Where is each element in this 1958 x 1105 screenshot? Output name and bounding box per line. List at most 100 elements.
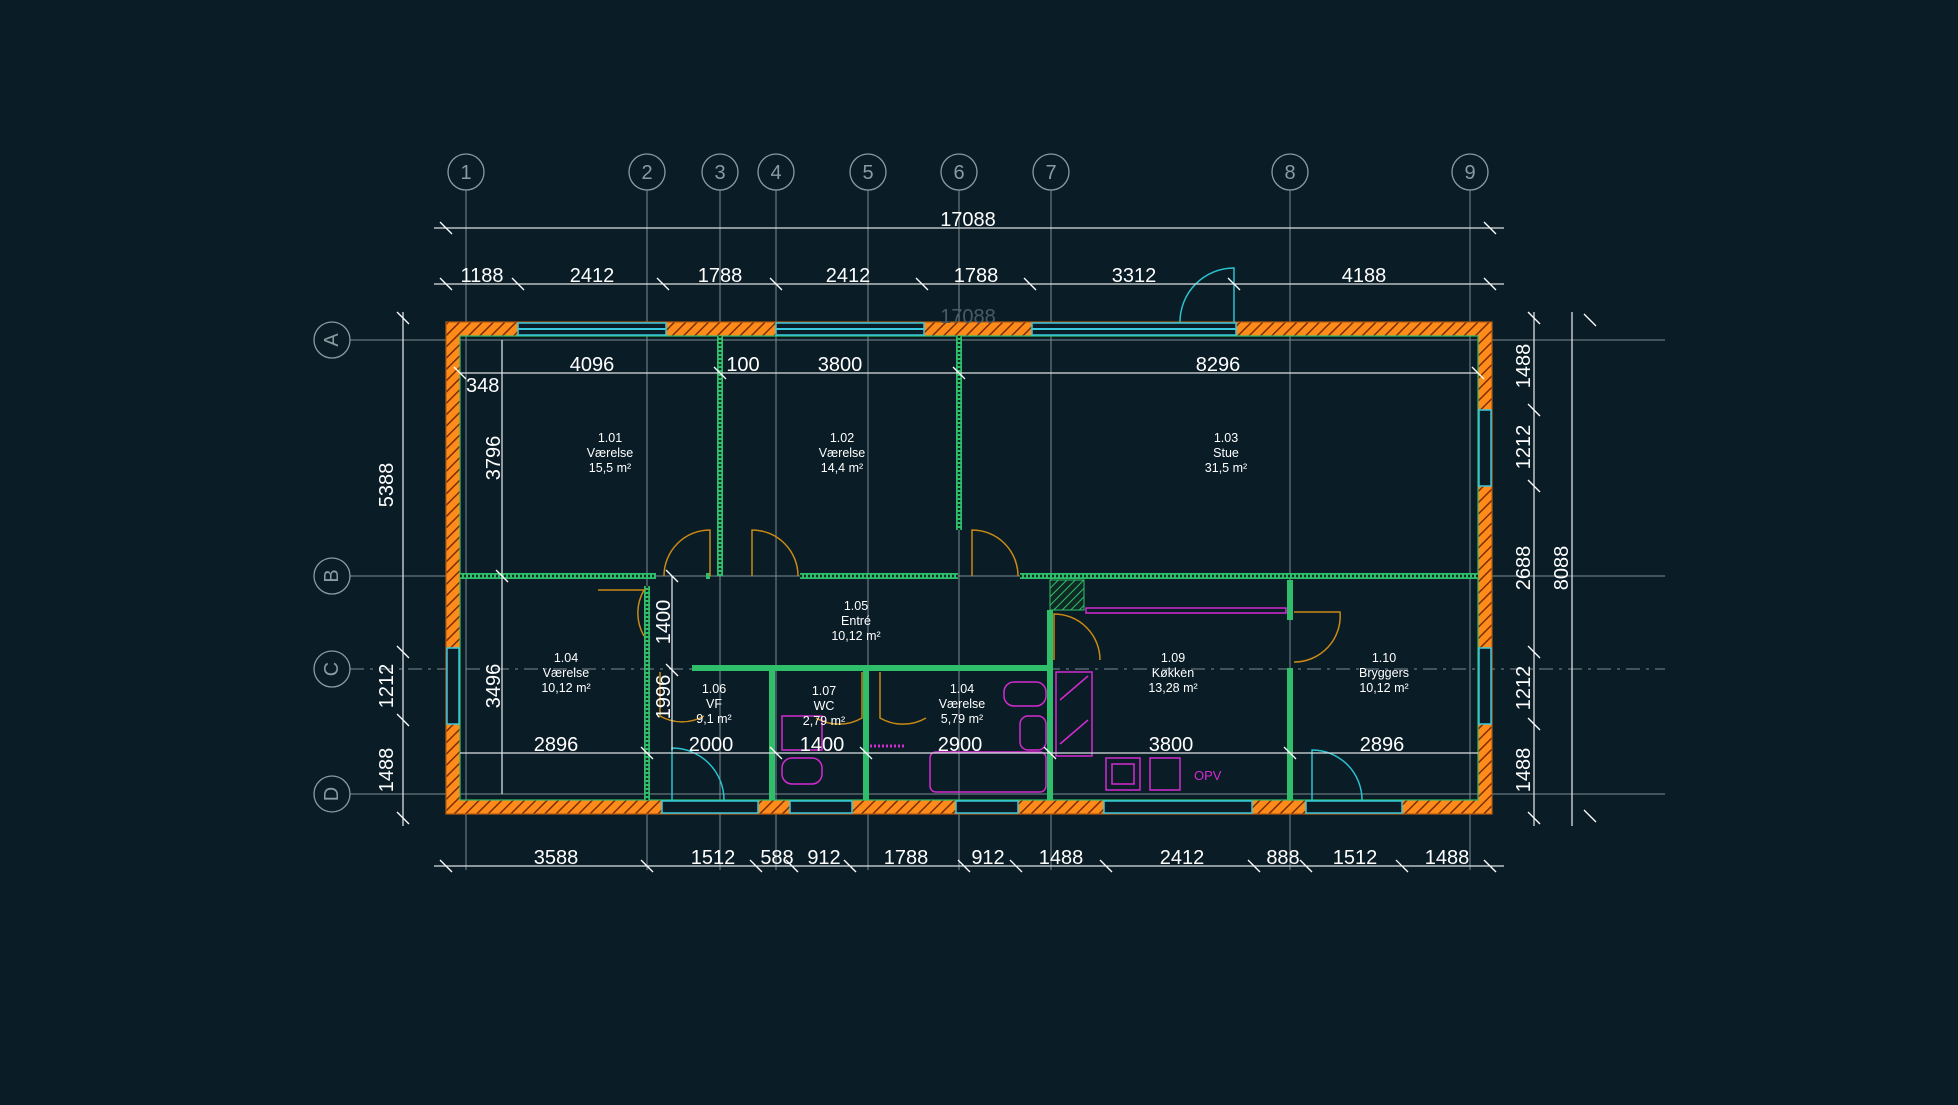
room-1-03: 1.03 Stue 31,5 m²: [1205, 431, 1247, 475]
dim-text-right-0: 1488: [1513, 344, 1535, 389]
door-1-09: [1053, 613, 1101, 661]
grid-lines-vertical: [465, 190, 1471, 870]
grid-bubble-a: [313, 321, 351, 359]
window-south-2: [789, 800, 853, 814]
dim-text-left-inner-1: 3796: [483, 436, 505, 481]
dim-text-top-4: 1788: [954, 265, 999, 287]
dim-text-left-inner-2: 3496: [483, 664, 505, 709]
tick-low-2: [769, 746, 783, 760]
tick-seg-1: [511, 277, 525, 291]
tick-bot-2: [749, 859, 763, 873]
tick-left-inner-1: [495, 569, 509, 583]
room-1-09: 1.09 Køkken 13,28 m²: [1148, 651, 1197, 695]
room-id: 1.02: [830, 431, 854, 445]
doors: [598, 267, 1363, 801]
room-name: Bryggers: [1359, 666, 1409, 680]
kitchen-sink-basin: [1111, 763, 1135, 785]
tick-low-1: [640, 746, 654, 760]
window-south-4: [1103, 800, 1253, 814]
door-1-06: [659, 672, 705, 723]
grid-label-8: 8: [1284, 162, 1295, 184]
grid-bubble-4: [757, 153, 795, 191]
grid-label-4: 4: [770, 162, 781, 184]
grid-label-1: 1: [460, 162, 471, 184]
dim-text-left-inner-0: 348: [466, 375, 499, 397]
dim-text-top-1: 2412: [570, 265, 615, 287]
grid-label-3: 3: [714, 162, 725, 184]
tick-bot-9: [1299, 859, 1313, 873]
door-1-03: [971, 529, 1019, 577]
room-name: VF: [706, 697, 722, 711]
dim-text-left-lower-0: 1212: [376, 664, 398, 709]
tick-seg-5: [1023, 277, 1037, 291]
dim-text-bot-9: 1512: [1333, 847, 1378, 869]
tick-bot-5: [957, 859, 971, 873]
room-id: 1.04: [554, 651, 578, 665]
room-area: 14,4 m²: [821, 461, 863, 475]
grid-label-c: C: [321, 662, 343, 676]
dim-text-left-inner-3: 1400: [653, 600, 675, 645]
tick-bot-3: [785, 859, 799, 873]
interior-walls: [460, 336, 1478, 800]
kitchen-counter-line: [1085, 607, 1287, 614]
dim-text-top-2: 1788: [698, 265, 743, 287]
windows: [446, 322, 1492, 814]
dimension-top-overall: 17088: [434, 209, 1504, 235]
tick-left-3: [396, 811, 410, 825]
grid-bubble-b: [313, 557, 351, 595]
dim-text-inner-3: 8296: [1196, 354, 1241, 376]
dimension-lower-inner: 2896 2000 1400 2900 3800 2896: [460, 734, 1478, 760]
wc-toilet: [781, 757, 823, 785]
dim-text-right-2: 2688: [1513, 546, 1535, 591]
dim-text-left-inner-4: 1996: [653, 675, 675, 720]
tick-bot-10: [1395, 859, 1409, 873]
room-area: 5,79 m²: [941, 712, 983, 726]
tick-bot-6: [1009, 859, 1023, 873]
grid-bubble-2: [628, 153, 666, 191]
wall-outline: [445, 321, 1493, 815]
tick-right-4: [1527, 717, 1541, 731]
kitchen-appliance: [1149, 757, 1181, 791]
room-1-02: 1.02 Værelse 14,4 m²: [819, 431, 866, 475]
tick-bot-8: [1247, 859, 1261, 873]
room-id: 1.09: [1161, 651, 1185, 665]
room-id: 1.03: [1214, 431, 1238, 445]
grid-label-a: A: [321, 333, 343, 347]
tick-top-overall-right: [1483, 221, 1497, 235]
dim-text-inner-overall: 17088: [940, 306, 996, 328]
dim-text-low-2: 1400: [800, 734, 845, 756]
room-1-10: 1.10 Bryggers 10,12 m²: [1359, 651, 1409, 695]
dim-text-top-overall: 17088: [940, 209, 996, 231]
dim-text-bot-2: 588: [760, 847, 793, 869]
tick-inner-0: [453, 366, 467, 380]
tick-inner-3: [1471, 366, 1485, 380]
room-area: 2,79 m²: [803, 714, 845, 728]
dim-text-low-1: 2000: [689, 734, 734, 756]
tick-low-4: [1043, 746, 1057, 760]
tick-right-0: [1527, 311, 1541, 325]
tick-right-overall-1: [1583, 809, 1597, 823]
room-name: WC: [814, 699, 835, 713]
grid-label-9: 9: [1464, 162, 1475, 184]
room-name: Entré: [841, 614, 871, 628]
door-1-07: [815, 672, 863, 725]
room-1-04-b: 1.04 Værelse 5,79 m²: [939, 682, 986, 726]
tick-right-5: [1527, 811, 1541, 825]
bathtub: [929, 751, 1047, 793]
grid-lines-horizontal: [350, 339, 1665, 795]
dim-text-right-overall: 8088: [1551, 546, 1573, 591]
room-1-06: 1.06 VF 9,1 m²: [696, 682, 731, 726]
tick-left-1: [396, 645, 410, 659]
room-id: 1.05: [844, 599, 868, 613]
wall-inner-outline: [459, 335, 1479, 801]
tick-seg-3: [769, 277, 783, 291]
tick-seg-7: [1483, 277, 1497, 291]
grid-bubble-7: [1032, 153, 1070, 191]
grid-label-d: D: [321, 787, 343, 801]
dim-text-inner-0: 4096: [570, 354, 615, 376]
tick-bot-4: [843, 859, 857, 873]
room-id: 1.10: [1372, 651, 1396, 665]
grid-bubble-9: [1451, 153, 1489, 191]
